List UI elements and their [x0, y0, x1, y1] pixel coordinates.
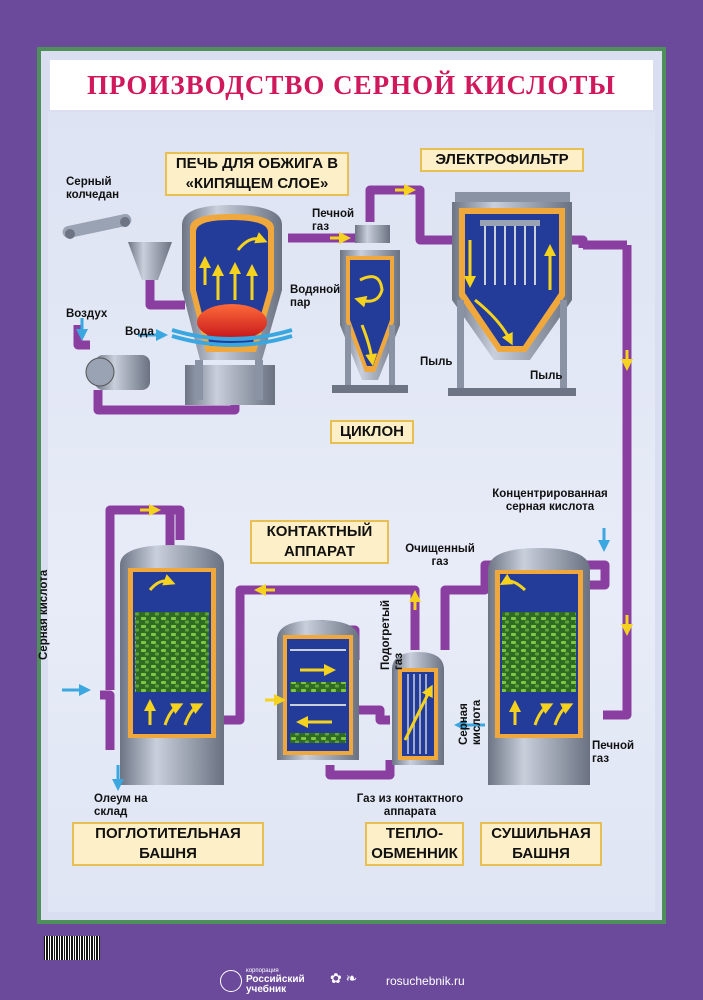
publisher-logo-icon: ✿ ❧ [330, 970, 358, 986]
label-cyclone: ЦИКЛОН [330, 420, 414, 444]
text-sulfuric-acid-left: Серная кислота [38, 569, 50, 660]
label-contact-apparatus: КОНТАКТНЫЙ АППАРАТ [250, 520, 389, 564]
label-heat-exchanger: ТЕПЛО- ОБМЕННИК [365, 822, 464, 866]
label-drying-tower: СУШИЛЬНАЯ БАШНЯ [480, 822, 602, 866]
brand-name: Российский учебник [246, 974, 305, 995]
heat-exchanger [392, 652, 444, 765]
electrofilter [448, 192, 576, 396]
pipe-flow-arrows [140, 184, 633, 636]
text-cleaned-gas: Очищенный газ [405, 543, 475, 568]
pipes [73, 185, 632, 780]
text-dust-filter: Пыль [530, 370, 563, 382]
liquid-arrows [62, 318, 610, 791]
label-absorption-tower: ПОГЛОТИТЕЛЬНАЯ БАШНЯ [72, 822, 264, 866]
text-steam: Водяной пар [290, 284, 341, 309]
text-gas-from-contact: Газ из контактного аппарата [356, 793, 464, 818]
brand-small: корпорация [246, 968, 279, 974]
barcode [44, 936, 100, 960]
text-dust-cyclone: Пыль [420, 356, 453, 368]
text-water: Вода [125, 326, 154, 338]
text-sulfuric-acid-right: Серная кислота [458, 699, 483, 745]
text-furnace-gas: Печной газ [312, 208, 355, 233]
site-link[interactable]: rosuchebnik.ru [386, 974, 465, 988]
label-electrofilter: ЭЛЕКТРОФИЛЬТР [420, 148, 584, 172]
poster-title: ПРОИЗВОДСТВО СЕРНОЙ КИСЛОТЫ [87, 69, 616, 100]
text-heated-gas: Подогретый газ [380, 599, 405, 670]
contact-apparatus [265, 620, 359, 760]
brand-logo-icon [220, 970, 242, 992]
text-oleum: Олеум на склад [94, 793, 148, 818]
drying-tower [488, 548, 590, 785]
text-pyrite: Серный колчедан [66, 176, 120, 201]
cyclone [332, 225, 408, 393]
text-furnace-gas-2: Печной газ [592, 740, 635, 765]
text-concentrated-acid: Концентрированная серная кислота [492, 488, 608, 513]
label-furnace: ПЕЧЬ ДЛЯ ОБЖИГА В «КИПЯЩЕМ СЛОЕ» [165, 152, 349, 196]
title-bar: ПРОИЗВОДСТВО СЕРНОЙ КИСЛОТЫ [50, 60, 653, 110]
absorption-tower [120, 545, 224, 785]
furnace [62, 205, 293, 405]
text-air: Воздух [66, 308, 108, 320]
